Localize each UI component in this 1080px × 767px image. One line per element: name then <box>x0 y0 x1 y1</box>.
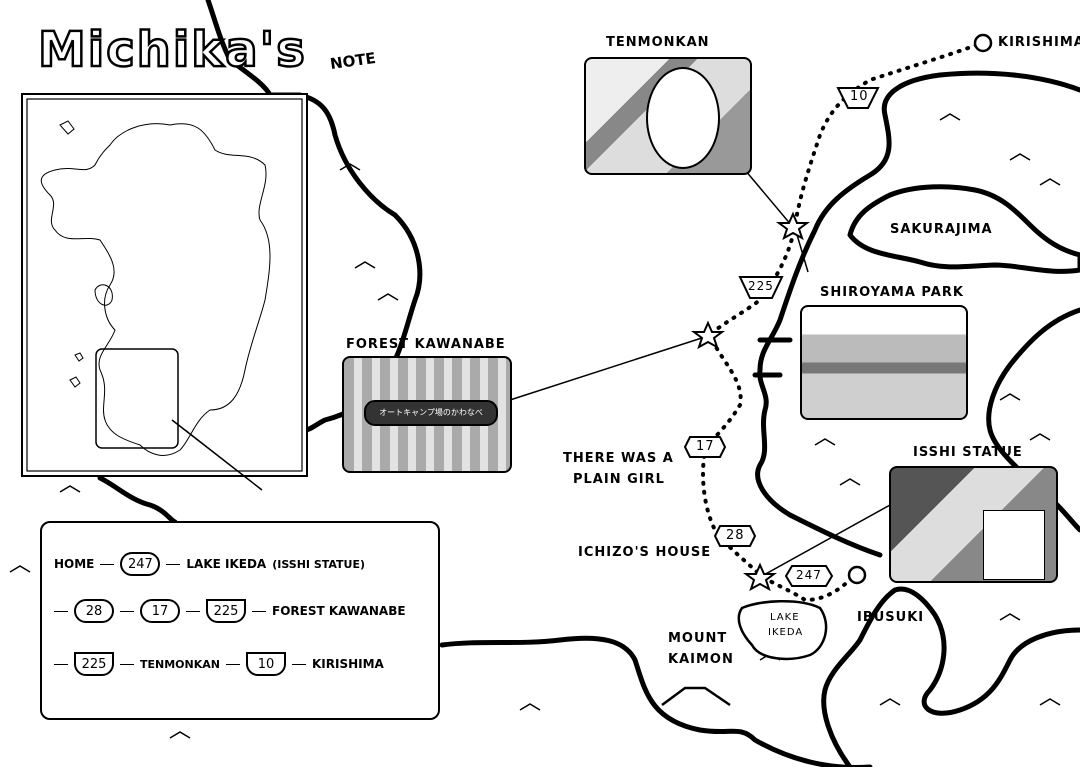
label-sakurajima: SAKURAJIMA <box>890 222 993 237</box>
label-plain-girl-1: THERE WAS A <box>563 451 674 466</box>
legend-shield-17: 17 <box>140 599 180 623</box>
legend-kirishima: KIRISHIMA <box>311 657 384 671</box>
legend-shield-10: 10 <box>245 652 286 676</box>
legend-dash <box>120 663 134 665</box>
legend-dash <box>54 663 68 665</box>
label-forest-kawanabe: FOREST KAWANABE <box>346 337 506 352</box>
inset-frame-outer <box>21 93 308 477</box>
sakurajima-outline <box>847 184 1080 274</box>
label-ibusuki: IBUSUKI <box>857 610 925 625</box>
legend-tenmonkan: TENMONKAN <box>140 657 220 671</box>
shield-225 <box>738 276 784 299</box>
lake-ikeda <box>737 600 828 661</box>
legend-dash <box>225 663 240 665</box>
route-10-number: 10 <box>850 89 869 104</box>
legend-dash <box>100 563 115 565</box>
label-ichizo-house: ICHIZO'S HOUSE <box>578 545 712 560</box>
inset-callout-pointer <box>171 419 263 491</box>
legend-dash <box>166 563 181 565</box>
legend-isshi-paren: (ISSHI STATUE) <box>272 557 366 571</box>
inset-highlight-box <box>95 348 179 449</box>
kyushu-outline <box>40 123 271 456</box>
label-shiroyama-park: SHIROYAMA PARK <box>820 285 964 300</box>
label-lake-ikeda-2: IKEDA <box>768 627 804 638</box>
sea-waves <box>9 113 1061 739</box>
legend-shield-225b: 225 <box>74 652 114 676</box>
legend-dash <box>291 663 306 665</box>
page-title: Michika's <box>37 21 307 80</box>
legend-forest-kawanabe: FOREST KAWANABE <box>272 604 406 618</box>
label-tenmonkan: TENMONKAN <box>606 35 710 50</box>
photo-shiroyama <box>800 305 968 420</box>
legend-dash <box>120 610 134 612</box>
shield-247 <box>784 565 834 587</box>
route-247-number: 247 <box>796 568 822 582</box>
shield-17 <box>683 436 727 458</box>
marker-kirishima <box>973 33 993 53</box>
photo-isshi-statue <box>889 466 1058 583</box>
label-mount-kaimon-2: KAIMON <box>668 652 734 667</box>
legend-dash <box>186 610 200 612</box>
shield-10 <box>836 87 880 109</box>
route-28-number: 28 <box>726 528 745 543</box>
label-isshi-statue: ISSHI STATUE <box>913 445 1023 460</box>
bay-inner-shore <box>755 70 1080 558</box>
legend-shield-225: 225 <box>206 599 246 623</box>
star-forest <box>691 320 725 350</box>
legend-row-2: 28 17 225 FOREST KAWANABE <box>54 596 406 626</box>
legend-dash <box>54 610 68 612</box>
tenmonkan-sign-oval <box>646 67 720 169</box>
label-kirishima: KIRISHIMA <box>998 35 1080 50</box>
photo-tenmonkan <box>584 57 752 175</box>
legend-row-1: HOME 247 LAKE IKEDA (ISSHI STATUE) <box>54 549 365 579</box>
coast-nub <box>752 337 793 378</box>
bay-west-shore <box>821 586 1080 767</box>
forest-sign: オートキャンプ場のかわなべ <box>364 400 498 426</box>
star-tenmonkan <box>776 211 810 241</box>
legend-shield-28: 28 <box>74 599 114 623</box>
star-ikeda <box>743 562 777 592</box>
legend-row-3: 225 TENMONKAN 10 KIRISHIMA <box>54 649 384 679</box>
kyushu-islands <box>59 120 113 388</box>
route-path <box>701 40 987 603</box>
mount-kaimon-shape <box>661 686 731 707</box>
legend-lake-ikeda: LAKE IKEDA <box>186 557 267 571</box>
coast-southwest <box>97 475 178 525</box>
connector-forest <box>509 335 709 401</box>
legend-shield-247: 247 <box>120 552 161 576</box>
marker-ibusuki <box>847 565 867 585</box>
legend-dash <box>252 610 266 612</box>
isshi-plaque <box>983 510 1045 580</box>
route-legend: HOME 247 LAKE IKEDA (ISSHI STATUE) 28 17… <box>40 521 440 720</box>
connector-tenmonkan <box>744 169 793 227</box>
label-plain-girl-2: PLAIN GIRL <box>573 472 665 487</box>
photo-forest-kawanabe: オートキャンプ場のかわなべ <box>342 356 512 473</box>
legend-home: HOME <box>54 557 95 571</box>
label-lake-ikeda-1: LAKE <box>770 612 800 623</box>
coast-south <box>439 635 873 767</box>
shield-28 <box>713 525 757 547</box>
connector-isshi <box>761 504 891 577</box>
route-17-number: 17 <box>696 439 715 454</box>
route-225-number: 225 <box>748 279 774 293</box>
label-mount-kaimon-1: MOUNT <box>668 631 728 646</box>
inset-frame-inner <box>26 98 303 472</box>
